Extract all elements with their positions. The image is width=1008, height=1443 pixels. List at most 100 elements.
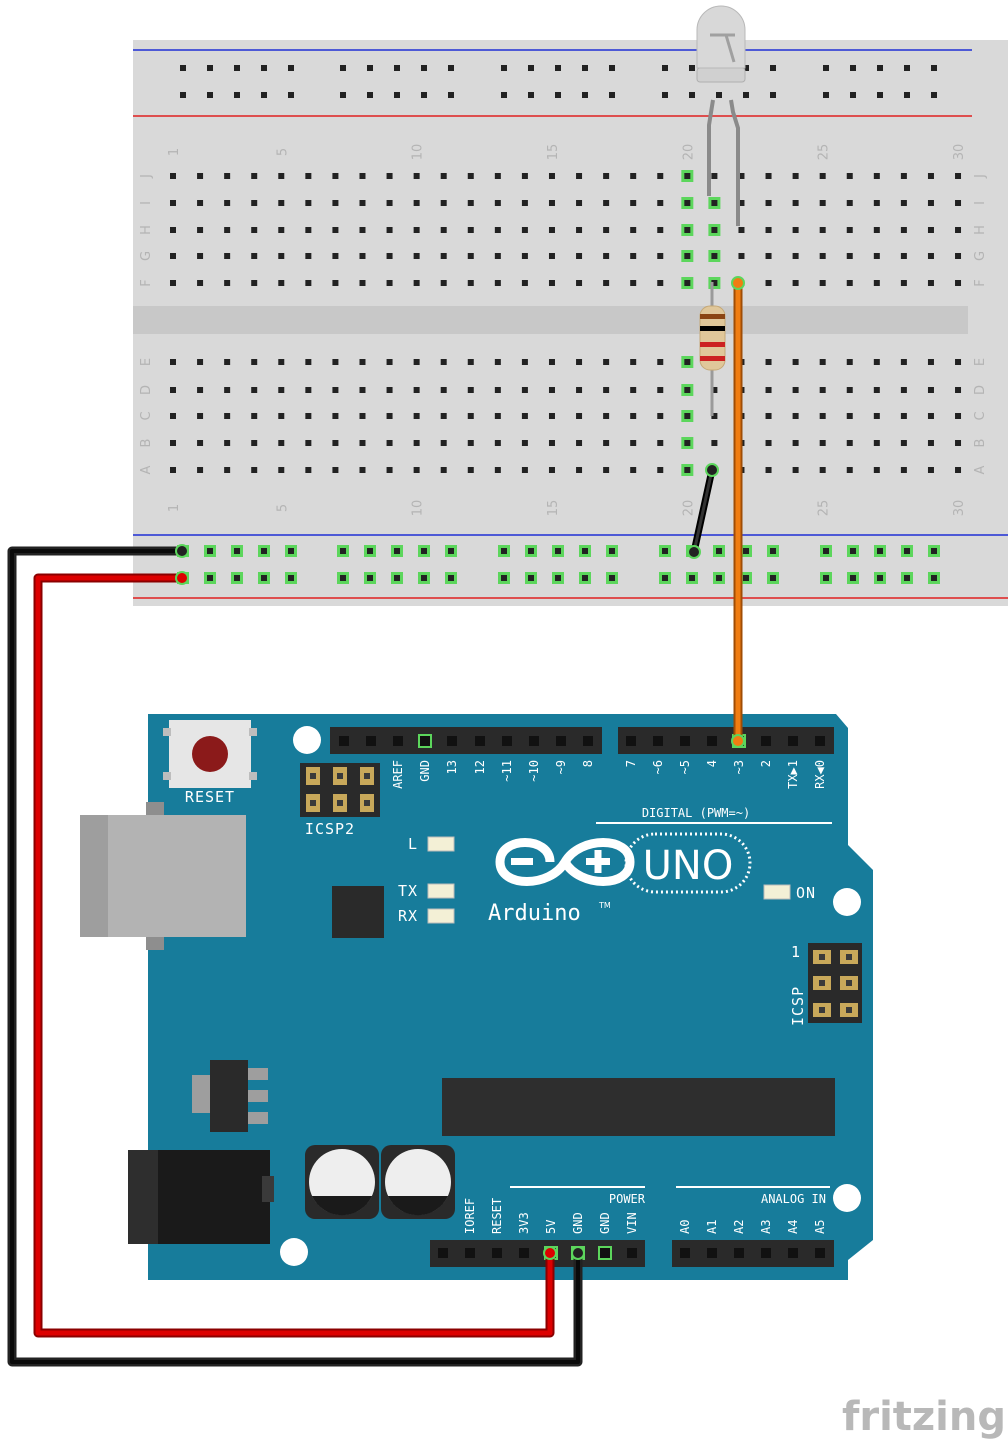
power-pin-label: 5V [544,1220,558,1234]
breadboard-hole [305,413,312,419]
breadboard-hole [630,467,637,473]
rail-hole [552,545,564,557]
rail-hole [716,92,722,98]
breadboard-hole [197,359,204,365]
mounting-hole [833,888,861,916]
breadboard-hole [224,253,231,259]
breadboard-hole [657,200,664,206]
breadboard-hole [440,413,447,419]
breadboard-hole [681,197,694,209]
rail-hole [207,92,213,98]
digital-label: DIGITAL (PWM=~) [642,806,750,820]
digital-pin-label: TX▶1 [786,760,800,789]
reset-label: RESET [185,788,235,806]
breadboard-hole [170,387,176,393]
power-pin-label: RESET [490,1198,504,1234]
breadboard-hole [386,280,393,286]
rail-hole [258,572,270,584]
rail-hole [823,65,829,71]
rail-hole [659,545,671,557]
breadboard-hole [305,280,312,286]
rail-hole [234,92,240,98]
rail-hole [689,92,695,98]
breadboard-hole [467,359,474,365]
analog-header [672,1240,834,1267]
breadboard-hole [386,467,393,473]
breadboard-hole [224,359,231,365]
breadboard-hole [413,253,420,259]
rail-hole [552,572,564,584]
rail-hole [609,92,615,98]
breadboard-hole [765,227,772,233]
breadboard-hole [576,440,583,446]
breadboard-hole [251,173,258,179]
breadboard-hole [765,387,772,393]
digital-header-right [618,727,834,754]
column-number-label: 25 [817,500,832,517]
breadboard-hole [413,387,420,393]
breadboard-hole [792,440,799,446]
breadboard-hole [224,440,231,446]
rail-hole [901,572,913,584]
reset-button[interactable] [163,720,257,788]
breadboard-hole [170,440,176,446]
rail-hole [367,92,373,98]
column-number-label: 15 [546,500,561,517]
breadboard-hole [413,413,420,419]
breadboard-hole [927,227,934,233]
digital-pin-label: ~9 [554,760,568,774]
breadboard-hole [548,387,555,393]
rail-hole [847,572,859,584]
breadboard-hole [900,467,907,473]
header-pin [465,1248,475,1258]
breadboard-hole [197,413,204,419]
breadboard-hole [197,200,204,206]
breadboard-hole [413,200,420,206]
breadboard-hole [846,173,853,179]
dc-power-jack [128,1150,274,1244]
rail-hole [606,545,618,557]
breadboard-hole [927,440,934,446]
digital-pin-label: ~3 [732,760,746,774]
column-number-label: 5 [275,504,290,512]
breadboard-hole [900,253,907,259]
breadboard-hole [681,277,694,289]
breadboard-hole [708,250,721,262]
power-pin-label: 3V3 [517,1212,531,1234]
breadboard-hole [819,359,826,365]
breadboard-hole [332,253,339,259]
breadboard-hole [521,253,528,259]
rail-hole [901,545,913,557]
breadboard-hole [765,253,772,259]
arduino-brand-label: Arduino [488,901,581,926]
breadboard-hole [873,359,880,365]
breadboard-hole [900,440,907,446]
rail-hole [340,65,346,71]
rail-hole [394,92,400,98]
rail-hole [285,572,297,584]
breadboard-hole [846,227,853,233]
power-label: POWER [609,1192,646,1206]
header-pin [626,736,636,746]
rail-hole [874,545,886,557]
breadboard-hole [548,440,555,446]
breadboard-hole [224,227,231,233]
column-number-label: 25 [817,144,832,161]
header-pin [707,1248,717,1258]
column-number-label: 1 [167,504,182,512]
header-pin [447,736,457,746]
rail-hole [555,92,561,98]
breadboard-hole [955,440,962,446]
breadboard-hole [792,173,799,179]
digital-pin-label: AREF [391,760,405,789]
breadboard-hole [494,387,501,393]
rail-hole [445,572,457,584]
breadboard-hole [846,359,853,365]
column-number-label: 10 [411,144,426,161]
breadboard-hole [927,253,934,259]
breadboard-hole [413,467,420,473]
digital-pin-label: 2 [759,760,773,767]
rail-hole [501,92,507,98]
rail-hole [445,545,457,557]
